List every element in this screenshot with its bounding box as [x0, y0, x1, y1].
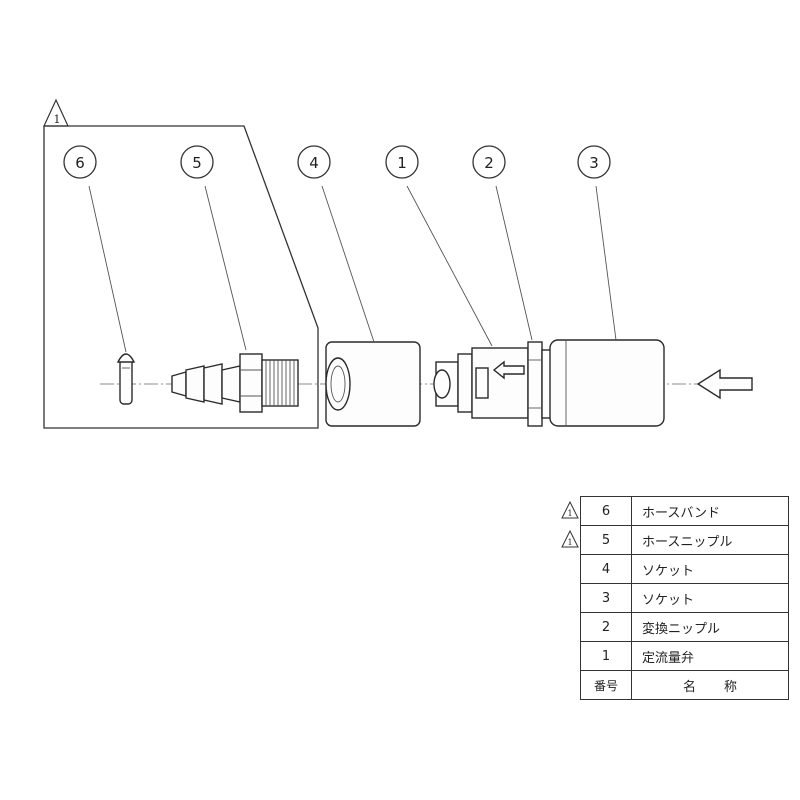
part-name: ソケット	[631, 554, 789, 584]
inflow-arrow-icon	[696, 368, 753, 400]
flow-direction-arrow-icon	[492, 360, 525, 380]
callout-2-label: 2	[484, 154, 494, 172]
table-row: 4 ソケット	[558, 554, 789, 584]
callout-5-label: 5	[192, 154, 202, 172]
leader-lines	[88, 185, 617, 353]
part-number: 2	[580, 612, 632, 642]
callout-2: 2	[472, 145, 506, 179]
table-row: 2 変換ニップル	[558, 612, 789, 642]
part-hose-band	[116, 353, 136, 405]
revision-boundary	[43, 125, 319, 429]
callout-1: 1	[385, 145, 419, 179]
part-number: 6	[580, 496, 632, 526]
callout-6-label: 6	[75, 154, 85, 172]
part-constant-flow-valve	[433, 347, 529, 419]
callout-6: 6	[63, 145, 97, 179]
table-row: 1 定流量弁	[558, 641, 789, 671]
parts-list-table: 1 6 ホースバンド 1 5 ホースニップル 4 ソケット 3 ソケット	[558, 496, 789, 700]
revision-mark-label: 1	[567, 538, 572, 547]
callout-1-label: 1	[397, 154, 407, 172]
part-number: 4	[580, 554, 632, 584]
part-number: 1	[580, 641, 632, 671]
header-name: 名称	[631, 670, 789, 700]
part-adapter-nipple	[527, 341, 553, 427]
table-row: 1 6 ホースバンド	[558, 496, 789, 526]
callout-5: 5	[180, 145, 214, 179]
part-name: ホースバンド	[631, 496, 789, 526]
table-row: 1 5 ホースニップル	[558, 525, 789, 555]
part-name: ホースニップル	[631, 525, 789, 555]
callout-4: 4	[297, 145, 331, 179]
callout-4-label: 4	[309, 154, 319, 172]
revision-mark-cell: 1	[558, 526, 581, 555]
revision-triangle-icon: 1	[43, 98, 69, 127]
part-socket-4	[325, 341, 421, 427]
revision-triangle-icon: 1	[561, 529, 579, 547]
revision-mark-cell: 1	[558, 497, 581, 526]
callout-3: 3	[577, 145, 611, 179]
part-name: 変換ニップル	[631, 612, 789, 642]
part-hose-nipple	[171, 353, 299, 413]
revision-mark-label: 1	[54, 113, 61, 126]
revision-mark-label: 1	[567, 509, 572, 518]
part-name: 定流量弁	[631, 641, 789, 671]
revision-triangle-icon: 1	[561, 500, 579, 518]
part-number: 3	[580, 583, 632, 613]
part-socket-3	[549, 339, 665, 427]
part-number: 5	[580, 525, 632, 555]
table-row: 3 ソケット	[558, 583, 789, 613]
table-header-row: 番号 名称	[558, 670, 789, 700]
callout-3-label: 3	[589, 154, 599, 172]
header-number: 番号	[580, 670, 632, 700]
part-name: ソケット	[631, 583, 789, 613]
